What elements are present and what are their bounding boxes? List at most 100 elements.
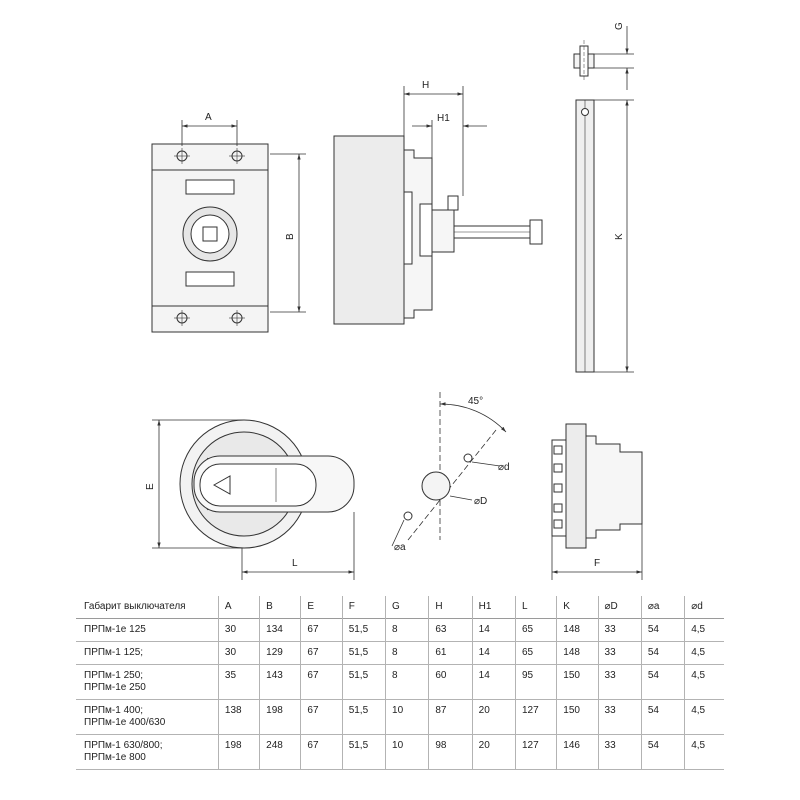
table-cell: 148 bbox=[556, 641, 599, 665]
column-header: H1 bbox=[471, 596, 516, 619]
column-header: H bbox=[428, 596, 473, 619]
dimension-h1-label: H1 bbox=[437, 113, 450, 124]
table-cell: 33 bbox=[597, 664, 642, 700]
table-cell: 8 bbox=[385, 664, 429, 700]
side-view bbox=[333, 135, 543, 325]
table-cell: 61 bbox=[428, 641, 473, 665]
table-cell: 51,5 bbox=[341, 699, 386, 735]
table-cell: 4,5 bbox=[684, 618, 724, 642]
model-name-line: ПРПм-1е 800 bbox=[84, 752, 146, 763]
table-row: ПРПм-1 400;ПРПм-1е 400/630 138 198 67 51… bbox=[76, 699, 724, 735]
table-row: ПРПм-1 250;ПРПм-1е 250 35 143 67 51,5 8 … bbox=[76, 664, 724, 700]
table-cell: 60 bbox=[428, 664, 473, 700]
table-cell: 98 bbox=[428, 734, 473, 770]
table-cell: 129 bbox=[259, 641, 301, 665]
column-header: ⌀d bbox=[684, 596, 724, 619]
column-header: A bbox=[217, 596, 260, 619]
table-cell: 54 bbox=[640, 734, 685, 770]
hole-d-center-label: ⌀D bbox=[474, 496, 487, 507]
shaft-view bbox=[573, 40, 595, 373]
table-cell: 65 bbox=[514, 641, 557, 665]
table-cell: 148 bbox=[556, 618, 599, 642]
table-cell: 65 bbox=[514, 618, 557, 642]
table-cell: 54 bbox=[640, 641, 685, 665]
front-view-dimensions bbox=[181, 120, 306, 313]
mount-view-dimensions bbox=[551, 524, 643, 580]
table-cell: 67 bbox=[300, 641, 343, 665]
table-header-row: Габарит выключателя A B E F G H H1 L K ⌀… bbox=[76, 596, 724, 619]
table-row: ПРПм-1 125; 30 129 67 51,5 8 61 14 65 14… bbox=[76, 641, 724, 665]
table-cell: 87 bbox=[428, 699, 473, 735]
table-cell: 63 bbox=[428, 618, 473, 642]
angle-45-label: 45° bbox=[468, 396, 483, 407]
table-cell: 54 bbox=[640, 618, 685, 642]
table-cell: 51,5 bbox=[341, 641, 386, 665]
table-cell: 30 bbox=[217, 641, 260, 665]
model-name-line: ПРПм-1е 400/630 bbox=[84, 717, 166, 728]
table-cell: 67 bbox=[300, 664, 343, 700]
table-cell: 33 bbox=[597, 641, 642, 665]
model-name-cell: ПРПм-1 125; bbox=[76, 642, 218, 665]
table-cell: 33 bbox=[597, 734, 642, 770]
table-cell: 51,5 bbox=[341, 734, 386, 770]
table-cell: 67 bbox=[300, 618, 343, 642]
mount-view bbox=[551, 423, 643, 549]
table-cell: 8 bbox=[385, 641, 429, 665]
dimensions-table: Габарит выключателя A B E F G H H1 L K ⌀… bbox=[76, 596, 724, 770]
shaft-view-dimensions bbox=[588, 26, 634, 373]
table-cell: 67 bbox=[300, 699, 343, 735]
table-cell: 20 bbox=[471, 699, 516, 735]
table-cell: 134 bbox=[259, 618, 301, 642]
column-header: L bbox=[514, 596, 557, 619]
column-header: K bbox=[556, 596, 599, 619]
dimension-h-label: H bbox=[422, 80, 429, 91]
table-cell: 95 bbox=[514, 664, 557, 700]
column-header: Габарит выключателя bbox=[84, 601, 186, 612]
table-cell: 20 bbox=[471, 734, 516, 770]
table-cell: 33 bbox=[597, 618, 642, 642]
table-cell: 67 bbox=[300, 734, 343, 770]
model-name-line: ПРПм-1 400; bbox=[84, 705, 144, 716]
dimension-b-label: B bbox=[285, 233, 296, 240]
table-row: ПРПм-1е 125 30 134 67 51,5 8 63 14 65 14… bbox=[76, 618, 724, 642]
model-name-cell: ПРПм-1 630/800;ПРПм-1е 800 bbox=[76, 735, 218, 770]
model-name-line: ПРПм-1е 250 bbox=[84, 682, 146, 693]
table-cell: 4,5 bbox=[684, 664, 724, 700]
model-name-line: ПРПм-1 125; bbox=[84, 647, 144, 658]
table-cell: 127 bbox=[514, 734, 557, 770]
column-header: ⌀D bbox=[597, 596, 642, 619]
hole-d-small-label: ⌀d bbox=[498, 462, 510, 473]
table-cell: 146 bbox=[556, 734, 599, 770]
table-cell: 150 bbox=[556, 699, 599, 735]
table-cell: 54 bbox=[640, 664, 685, 700]
hole-pattern-view bbox=[391, 392, 507, 547]
table-cell: 4,5 bbox=[684, 734, 724, 770]
table-cell: 14 bbox=[471, 618, 516, 642]
model-name-cell: ПРПм-1е 125 bbox=[76, 619, 218, 642]
table-row: ПРПм-1 630/800;ПРПм-1е 800 198 248 67 51… bbox=[76, 734, 724, 770]
model-name-cell: ПРПм-1 250;ПРПм-1е 250 bbox=[76, 665, 218, 700]
dimension-l-label: L bbox=[292, 558, 298, 569]
table-cell: 248 bbox=[259, 734, 301, 770]
table-cell: 127 bbox=[514, 699, 557, 735]
column-header: ⌀a bbox=[640, 596, 685, 619]
dimension-k-label: K bbox=[614, 233, 625, 240]
table-cell: 4,5 bbox=[684, 641, 724, 665]
model-name-line: ПРПм-1е 125 bbox=[84, 624, 146, 635]
handle-view bbox=[179, 419, 355, 549]
table-cell: 51,5 bbox=[341, 664, 386, 700]
dimension-g-label: G bbox=[614, 22, 625, 30]
table-cell: 4,5 bbox=[684, 699, 724, 735]
table-cell: 198 bbox=[217, 734, 260, 770]
dimension-a-label: A bbox=[205, 112, 212, 123]
hole-a-label: ⌀a bbox=[394, 542, 406, 553]
model-name-line: ПРПм-1 630/800; bbox=[84, 740, 163, 751]
technical-drawing: A B H H1 G K bbox=[145, 22, 643, 580]
table-cell: 10 bbox=[385, 734, 429, 770]
model-name-line: ПРПм-1 250; bbox=[84, 670, 144, 681]
table-cell: 35 bbox=[217, 664, 260, 700]
table-cell: 14 bbox=[471, 664, 516, 700]
table-cell: 14 bbox=[471, 641, 516, 665]
column-header: E bbox=[300, 596, 343, 619]
handle-view-dimensions bbox=[152, 419, 355, 580]
